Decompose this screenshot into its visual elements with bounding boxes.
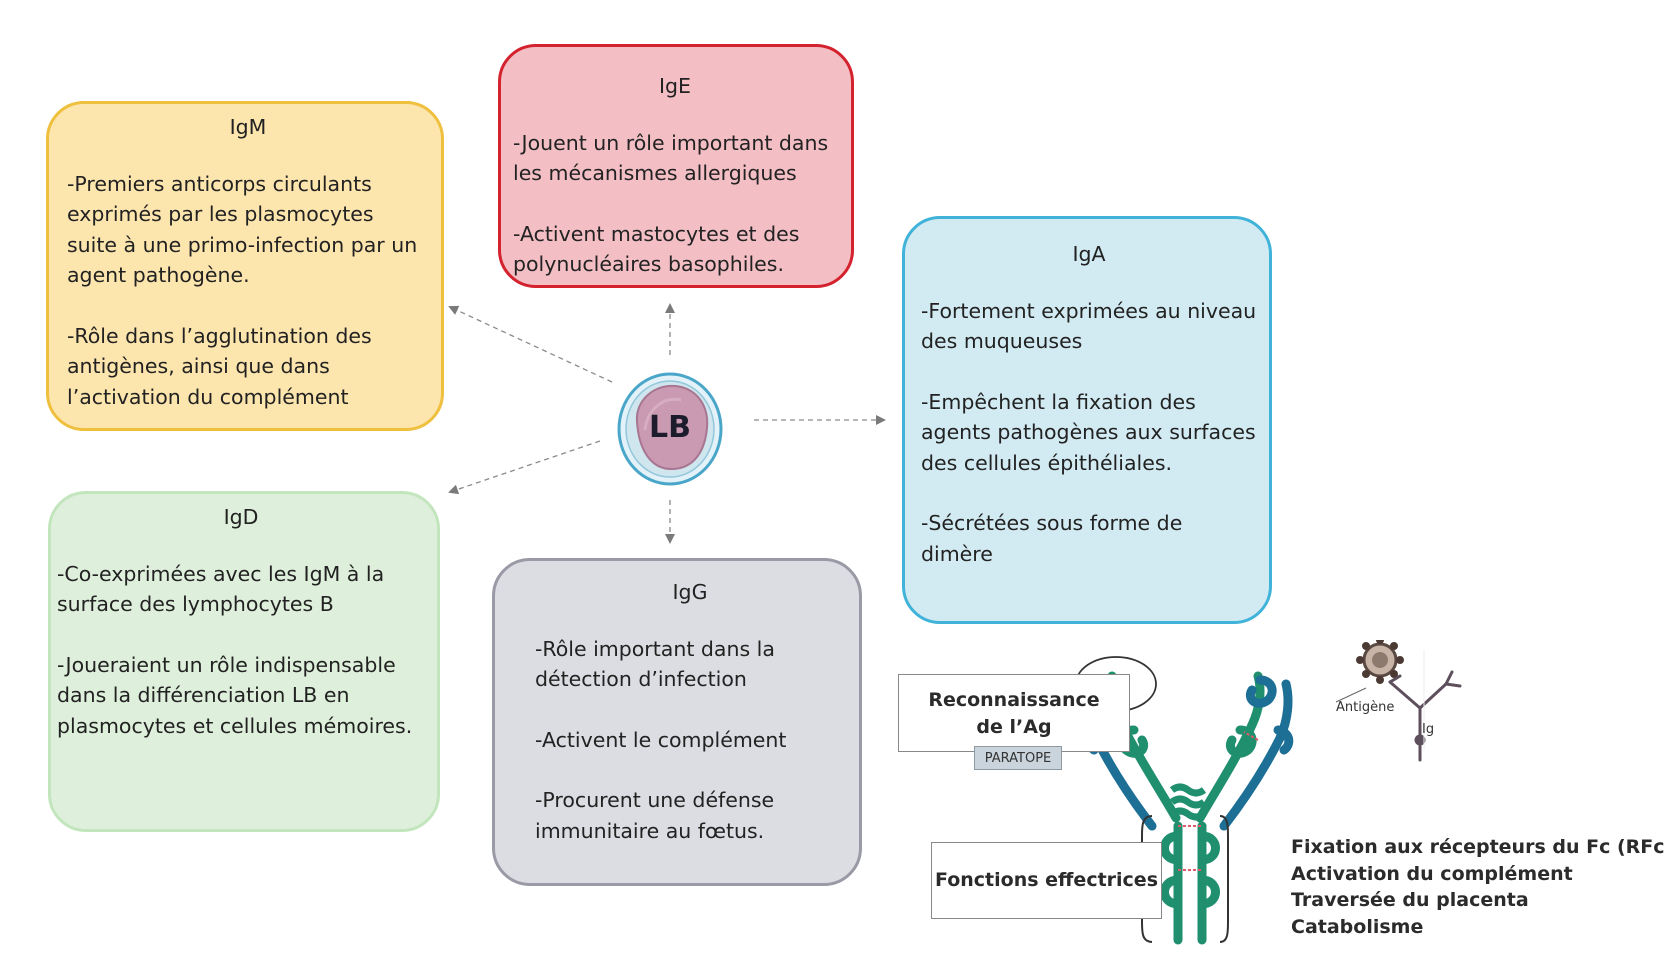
effector-functions-box: Fonctions effectrices: [931, 842, 1162, 919]
igm-title: IgM: [229, 115, 267, 139]
recognition-line-2: de l’Ag: [976, 716, 1052, 738]
igd-title: IgD: [223, 505, 259, 529]
ig-small-icon: [1388, 670, 1462, 762]
ige-text-2: -Activent mastocytes et des polynucléair…: [513, 221, 800, 277]
function-item: Catabolisme: [1291, 915, 1424, 938]
igm-text-1: -Premiers anticorps circulants exprimés …: [67, 171, 418, 288]
igm-box: IgM -Premiers anticorps circulants expri…: [46, 101, 444, 431]
iga-text-3: -Sécrétées sous forme de dimère: [921, 511, 1183, 566]
ige-title: IgE: [658, 74, 691, 98]
igg-text-2: -Activent le complément: [535, 727, 787, 752]
antibody-right-arm: [1195, 671, 1294, 831]
lb-label: LB: [649, 410, 691, 445]
igg-title: IgG: [672, 580, 708, 604]
lymphocyte-b-icon: [617, 372, 723, 486]
igg-text-1: -Rôle important dans la détection d’infe…: [535, 636, 775, 692]
fc-bracket-right: [1219, 815, 1229, 943]
function-item: Fixation aux récepteurs du Fc (RFc): [1291, 836, 1664, 858]
arrow-to-igm: [448, 305, 613, 383]
arrow-to-igd: [448, 440, 601, 495]
igg-box: IgG -Rôle important dans la détection d’…: [492, 558, 862, 886]
antigen-virus-icon: [1356, 640, 1404, 684]
antigen-label: Antigène: [1336, 700, 1395, 715]
igg-text-3: -Procurent une défense immunitaire au fœ…: [535, 788, 775, 843]
function-item: Activation du complément: [1291, 862, 1573, 885]
iga-box: IgA -Fortement exprimées au niveau des m…: [902, 216, 1272, 624]
igd-box: IgD -Co-exprimées avec les IgM à la surf…: [48, 491, 440, 832]
iga-title: IgA: [1072, 242, 1106, 266]
recognition-line-1: Reconnaissance: [928, 689, 1100, 711]
igm-text-2: -Rôle dans l’agglutination des antigènes…: [67, 323, 372, 409]
function-list: Fixation aux récepteurs du Fc (RFc) Acti…: [1291, 834, 1664, 940]
recognition-box: Reconnaissance de l’Ag: [898, 674, 1130, 752]
igd-text-2: -Joueraient un rôle indispensable dans l…: [57, 652, 413, 738]
ige-text-1: -Jouent un rôle important dans les mécan…: [513, 130, 829, 186]
ige-box: IgE -Jouent un rôle important dans les m…: [498, 44, 854, 288]
iga-text-1: -Fortement exprimées au niveau des muque…: [921, 298, 1257, 354]
ig-label: Ig: [1422, 722, 1435, 737]
iga-text-2: -Empêchent la fixation des agents pathog…: [921, 389, 1256, 475]
paratope-tag: PARATOPE: [974, 746, 1062, 770]
function-item: Traversée du placenta: [1291, 889, 1529, 911]
antibody-hinge: [1169, 783, 1207, 821]
antibody-fc: [1160, 821, 1220, 945]
igd-text-1: -Co-exprimées avec les IgM à la surface …: [57, 561, 385, 617]
